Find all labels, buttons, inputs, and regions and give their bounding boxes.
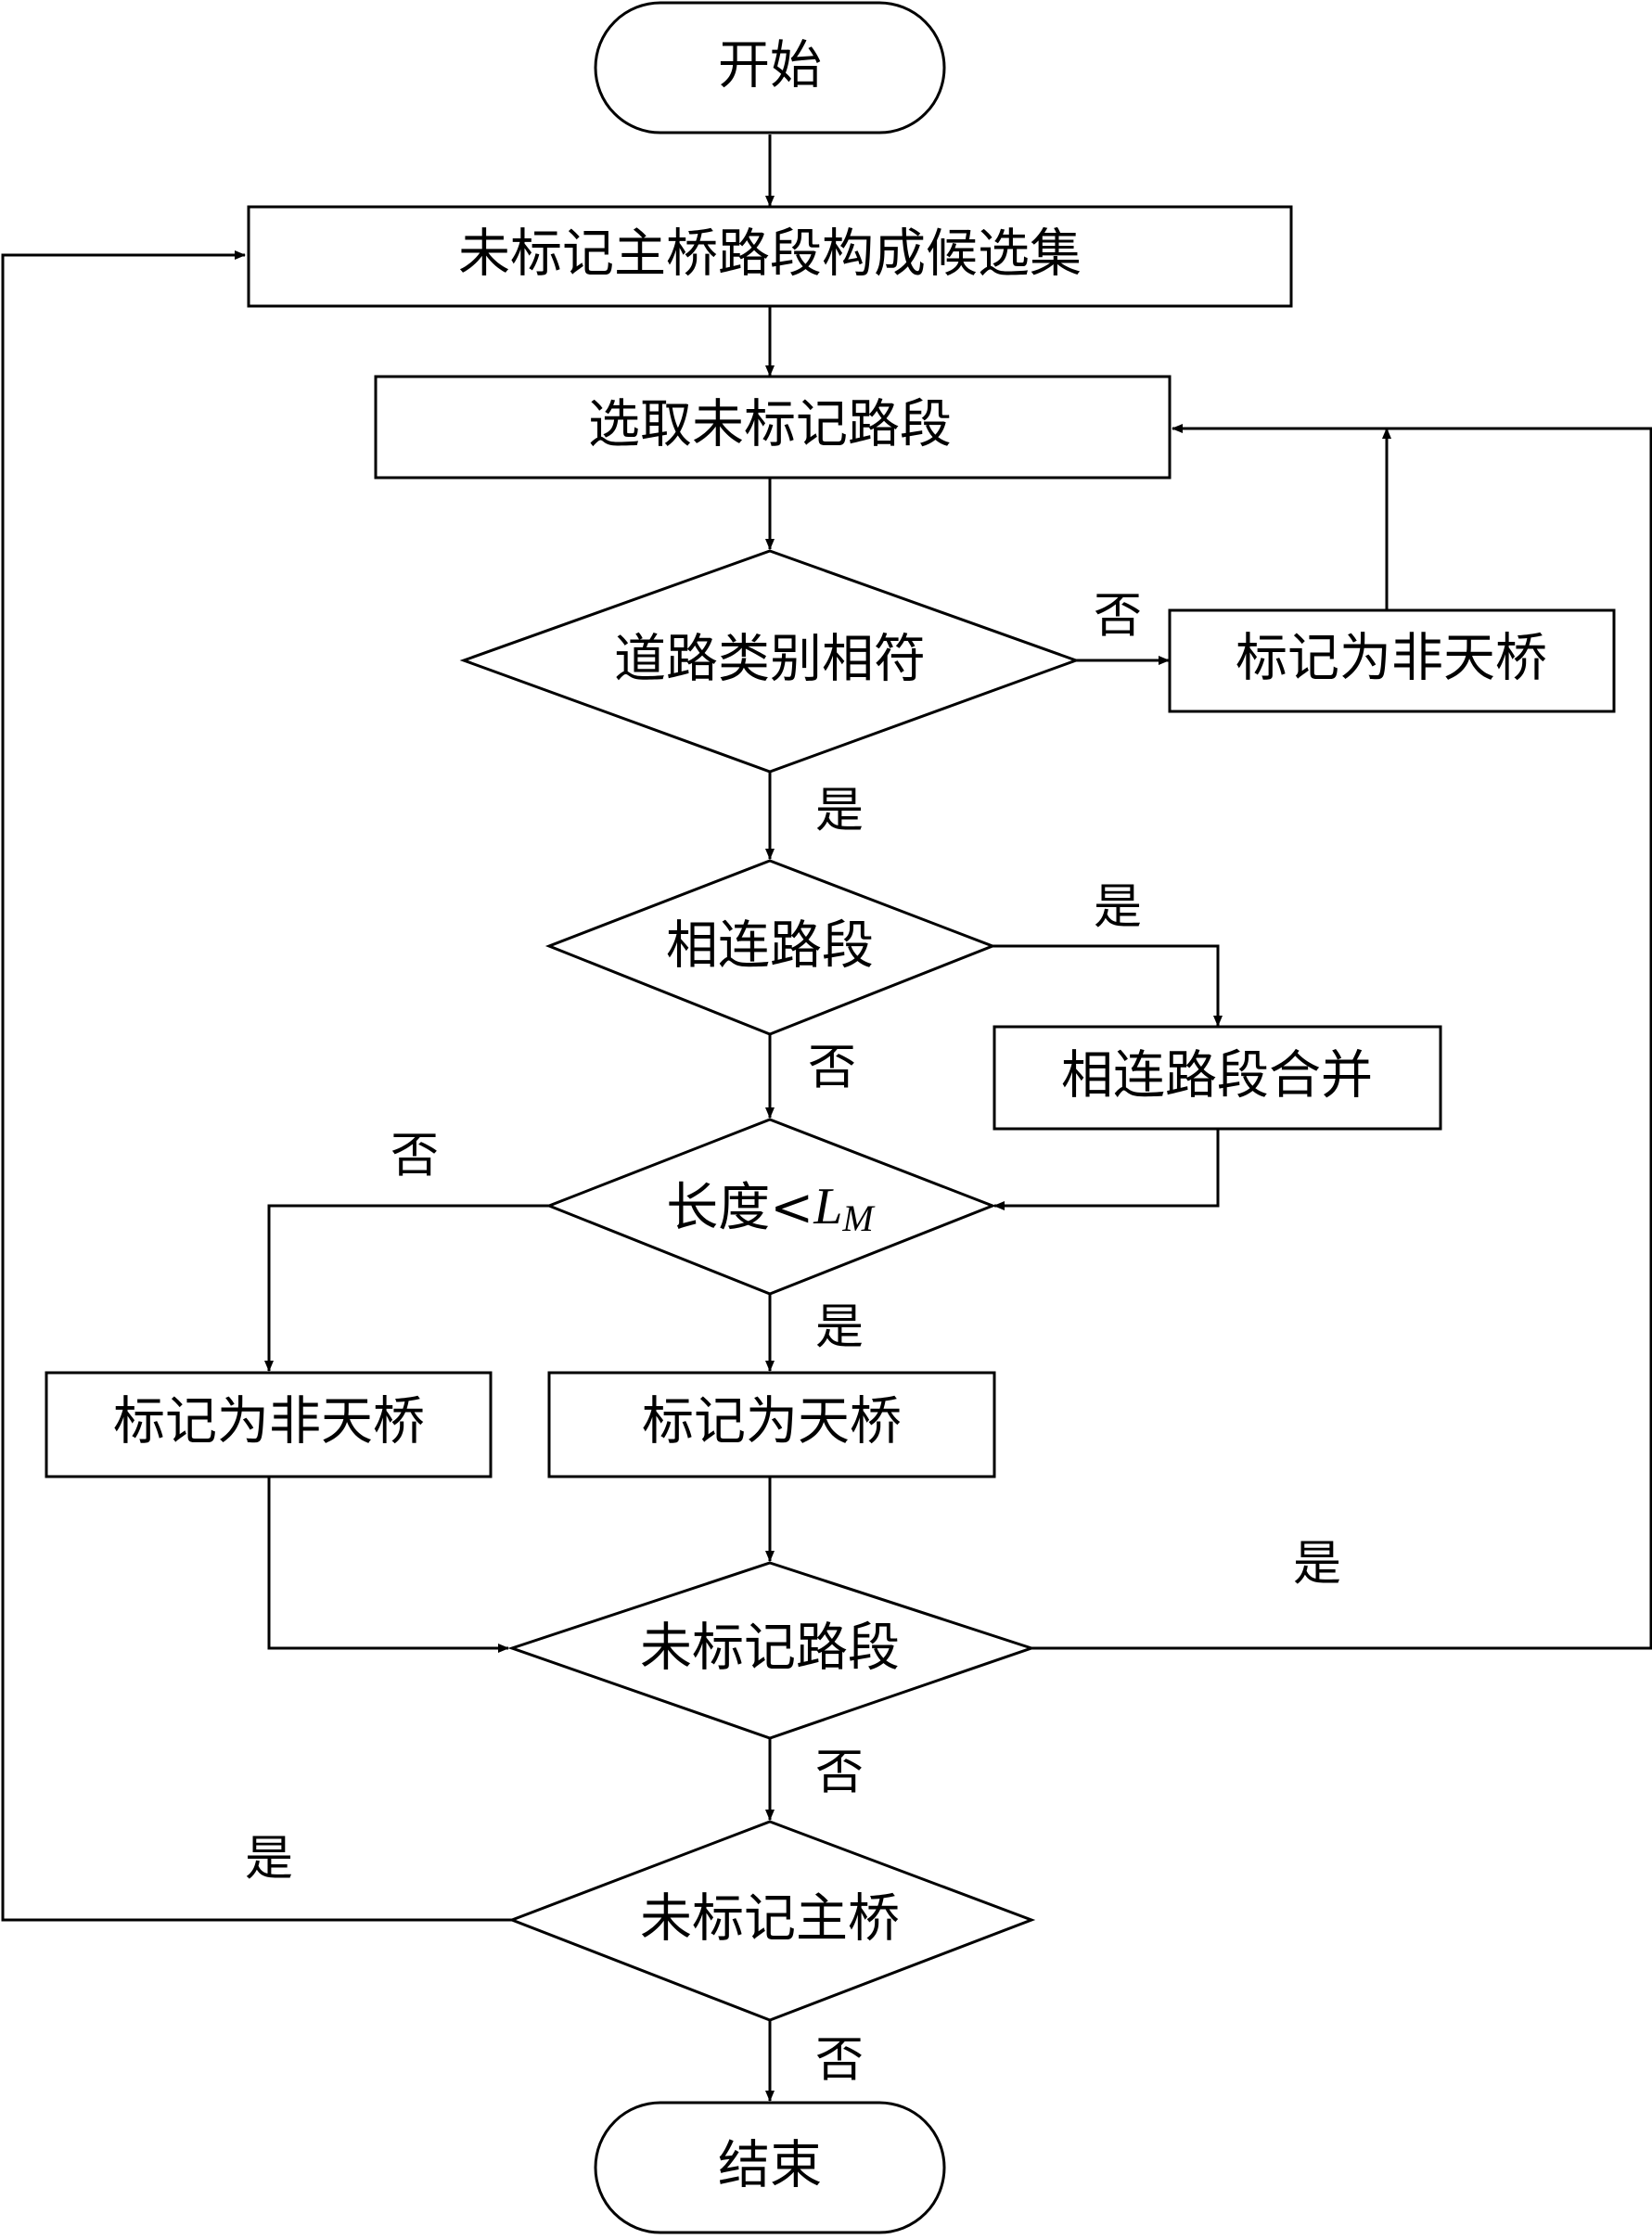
- unmarked-bridge-no-label: 否: [815, 2033, 864, 2089]
- edge-labels: 否 是 是 否 否 是 是 否 是 否: [245, 589, 1341, 2089]
- merge-segments-box: 相连路段合并: [992, 1025, 1442, 1131]
- connected-segment-decision: 相连路段: [544, 859, 997, 1036]
- connected-no-label: 否: [808, 1041, 856, 1096]
- edge-length-no: [264, 1204, 549, 1372]
- unmarked-segment-decision: 未标记路段: [507, 1561, 1036, 1740]
- start-label: 开始: [718, 36, 822, 96]
- unmarked-segment-label: 未标记路段: [640, 1618, 900, 1679]
- edge-merge-to-length: [993, 1129, 1220, 1210]
- length-yes-label: 是: [815, 1300, 864, 1356]
- mark-non-bridge-top-box: 标记为非天桥: [1168, 608, 1616, 713]
- connected-segment-label: 相连路段: [666, 916, 874, 977]
- mark-non-bridge-top-label: 标记为非天桥: [1236, 629, 1547, 689]
- mark-bridge-label: 标记为天桥: [642, 1392, 902, 1452]
- mark-non-bridge-left-label: 标记为非天桥: [113, 1392, 425, 1452]
- candidate-set-box: 未标记主桥路段构成候选集: [247, 205, 1293, 308]
- unmarked-bridge-yes-label: 是: [245, 1832, 293, 1887]
- length-var: L: [813, 1178, 842, 1235]
- start-terminal: 开始: [594, 1, 946, 134]
- edge-unmarkedbridge-yes: [1, 250, 512, 1922]
- unmarked-segment-yes-label: 是: [1293, 1537, 1341, 1593]
- select-segment-box: 选取未标记路段: [374, 375, 1172, 480]
- edge-connected-yes: [992, 944, 1223, 1027]
- connected-yes-label: 是: [1094, 880, 1142, 936]
- road-type-decision: 道路类别相符: [459, 549, 1081, 774]
- length-decision: 长度<LM: [544, 1118, 997, 1296]
- mark-bridge-box: 标记为天桥: [547, 1371, 996, 1478]
- candidate-set-label: 未标记主桥路段构成候选集: [458, 224, 1082, 285]
- end-terminal: 结束: [594, 2101, 946, 2234]
- length-sub: M: [841, 1197, 876, 1239]
- road-type-no-label: 否: [1094, 589, 1142, 645]
- unmarked-main-bridge-decision: 未标记主桥: [507, 1820, 1036, 2022]
- select-segment-label: 选取未标记路段: [588, 395, 952, 455]
- length-prefix: 长度<: [666, 1178, 813, 1238]
- unmarked-main-bridge-label: 未标记主桥: [640, 1889, 900, 1950]
- road-type-yes-label: 是: [815, 784, 864, 839]
- length-no-label: 否: [391, 1129, 439, 1184]
- connectors: [1, 134, 1652, 2102]
- edge-unmarked-yes: [1031, 424, 1652, 1650]
- unmarked-segment-no-label: 否: [815, 1746, 864, 1801]
- mark-non-bridge-left-box: 标记为非天桥: [45, 1371, 493, 1478]
- merge-segments-label: 相连路段合并: [1061, 1046, 1373, 1107]
- end-label: 结束: [718, 2136, 822, 2196]
- edge-marknon-to-unmarked: [267, 1477, 509, 1653]
- length-label: 长度<LM: [666, 1178, 876, 1240]
- road-type-label: 道路类别相符: [614, 630, 926, 690]
